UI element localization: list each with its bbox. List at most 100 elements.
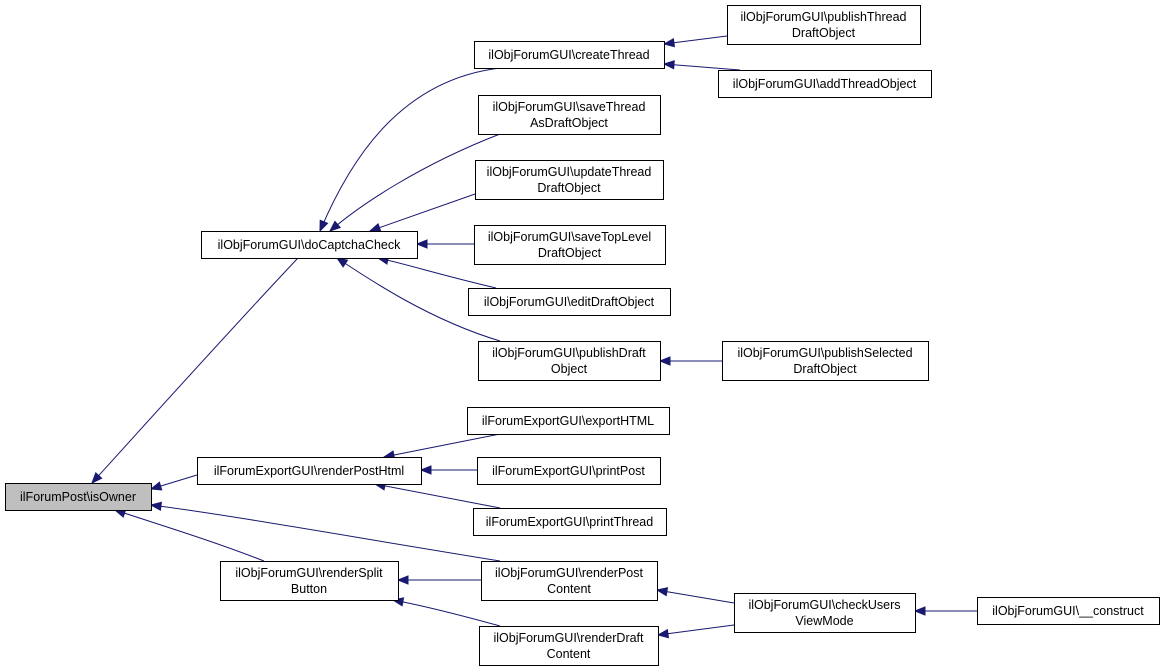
edge-publishSelectedDraft-to-publishDraftObject <box>658 356 722 366</box>
node-label: ilObjForumGUI\renderDraft <box>493 631 644 645</box>
node-box <box>734 593 916 633</box>
edge-printThread-to-renderPostHtml <box>373 481 501 509</box>
node-label: DraftObject <box>792 26 856 40</box>
nodes-layer: ilForumPost\isOwner ilObjForumGUI\doCaptc… <box>5 5 1160 666</box>
arrowhead-icon <box>419 465 432 475</box>
node-label: ilObjForumGUI\doCaptchaCheck <box>218 238 401 252</box>
node-box <box>478 341 661 381</box>
node-label: ilObjForumGUI\__construct <box>992 604 1144 618</box>
edge-construct-to-checkUsersViewMode <box>913 606 977 616</box>
edge-exportHTML-to-renderPostHtml <box>382 433 501 460</box>
node-label: ilObjForumGUI\addThreadObject <box>733 77 917 91</box>
node-printThread[interactable]: ilForumExportGUI\printThread <box>473 508 667 536</box>
node-box <box>475 160 664 200</box>
node-label: ilObjForumGUI\saveTopLevel <box>488 230 651 244</box>
node-construct[interactable]: ilObjForumGUI\__construct <box>977 597 1160 625</box>
node-label: ilObjForumGUI\editDraftObject <box>484 295 655 309</box>
arrowhead-icon <box>913 606 926 616</box>
edge-saveTopLevelDraft-to-doCaptchaCheck <box>415 239 474 249</box>
node-label: DraftObject <box>538 246 602 260</box>
node-label: ilObjForumGUI\renderPost <box>495 566 643 580</box>
edge-checkUsersViewMode-to-renderDraftContent <box>656 624 735 639</box>
node-printPost[interactable]: ilForumExportGUI\printPost <box>477 457 661 485</box>
node-label: ilForumExportGUI\renderPostHtml <box>214 464 404 478</box>
edge-line <box>150 504 501 562</box>
arrowhead-icon <box>91 472 103 484</box>
edge-renderPostContent-to-renderSplitButton <box>396 575 481 585</box>
node-label: ilForumExportGUI\exportHTML <box>482 414 654 428</box>
arrowhead-icon <box>662 60 675 70</box>
node-box <box>474 225 666 265</box>
node-box <box>718 70 932 98</box>
node-box <box>477 457 661 485</box>
edge-checkUsersViewMode-to-renderPostContent <box>655 587 735 604</box>
node-box <box>722 341 929 381</box>
arrowhead-icon <box>368 223 382 232</box>
arrowhead-icon <box>656 628 670 639</box>
node-label: ilObjForumGUI\publishThread <box>740 10 906 24</box>
edge-line <box>392 599 501 627</box>
node-label: Content <box>547 582 591 596</box>
edge-line <box>319 67 501 232</box>
arrowhead-icon <box>658 356 671 366</box>
arrowhead-icon <box>662 37 676 48</box>
node-label: Button <box>291 582 327 596</box>
node-label: Content <box>547 647 591 661</box>
arrowhead-icon <box>149 501 163 512</box>
edge-line <box>369 193 476 232</box>
node-label: ilObjForumGUI\createThread <box>488 48 649 62</box>
arrowhead-icon <box>149 481 163 491</box>
edge-renderPostContent-to-isOwner <box>149 501 501 562</box>
node-label: ilObjForumGUI\saveThread <box>493 100 646 114</box>
node-label: AsDraftObject <box>530 116 608 130</box>
node-exportHTML[interactable]: ilForumExportGUI\exportHTML <box>467 407 670 435</box>
arrowhead-icon <box>319 219 329 233</box>
node-box <box>727 5 921 45</box>
node-label: ilForumPost\isOwner <box>20 490 136 504</box>
edge-printPost-to-renderPostHtml <box>419 465 477 475</box>
node-doCaptchaCheck[interactable]: ilObjForumGUI\doCaptchaCheck <box>201 231 418 259</box>
node-renderPostHtml[interactable]: ilForumExportGUI\renderPostHtml <box>197 457 422 485</box>
arrowhead-icon <box>396 575 409 585</box>
edge-publishDraftObject-to-doCaptchaCheck <box>335 257 501 342</box>
node-isOwner[interactable]: ilForumPost\isOwner <box>5 483 152 511</box>
node-createThread[interactable]: ilObjForumGUI\createThread <box>474 41 665 69</box>
edge-line <box>377 257 497 289</box>
edge-line <box>91 257 299 484</box>
node-editDraftObject[interactable]: ilObjForumGUI\editDraftObject <box>468 288 671 316</box>
node-box <box>201 231 418 259</box>
edge-createThread-to-doCaptchaCheck <box>319 67 501 233</box>
edge-line <box>329 133 501 232</box>
edge-renderSplitButton-to-isOwner <box>113 508 265 562</box>
node-addThreadObject[interactable]: ilObjForumGUI\addThreadObject <box>718 70 932 98</box>
edge-line <box>383 433 501 458</box>
edge-publishThreadDraft-to-createThread <box>662 35 728 48</box>
node-label: DraftObject <box>793 362 857 376</box>
node-label: ilObjForumGUI\updateThread <box>487 165 652 179</box>
edge-line <box>663 35 728 45</box>
node-box <box>481 561 658 601</box>
node-label: ilForumExportGUI\printPost <box>492 464 645 478</box>
node-box <box>5 483 152 511</box>
edge-line <box>336 257 501 342</box>
node-label: DraftObject <box>537 181 601 195</box>
edge-renderDraftContent-to-renderSplitButton <box>391 597 501 627</box>
node-label: ViewMode <box>795 614 853 628</box>
edge-saveThreadAsDraft-to-doCaptchaCheck <box>328 133 501 232</box>
node-label: Object <box>551 362 588 376</box>
node-box <box>473 508 667 536</box>
node-label: ilObjForumGUI\publishDraft <box>492 346 646 360</box>
arrowhead-icon <box>415 239 428 249</box>
node-box <box>197 457 422 485</box>
node-box <box>478 95 661 135</box>
